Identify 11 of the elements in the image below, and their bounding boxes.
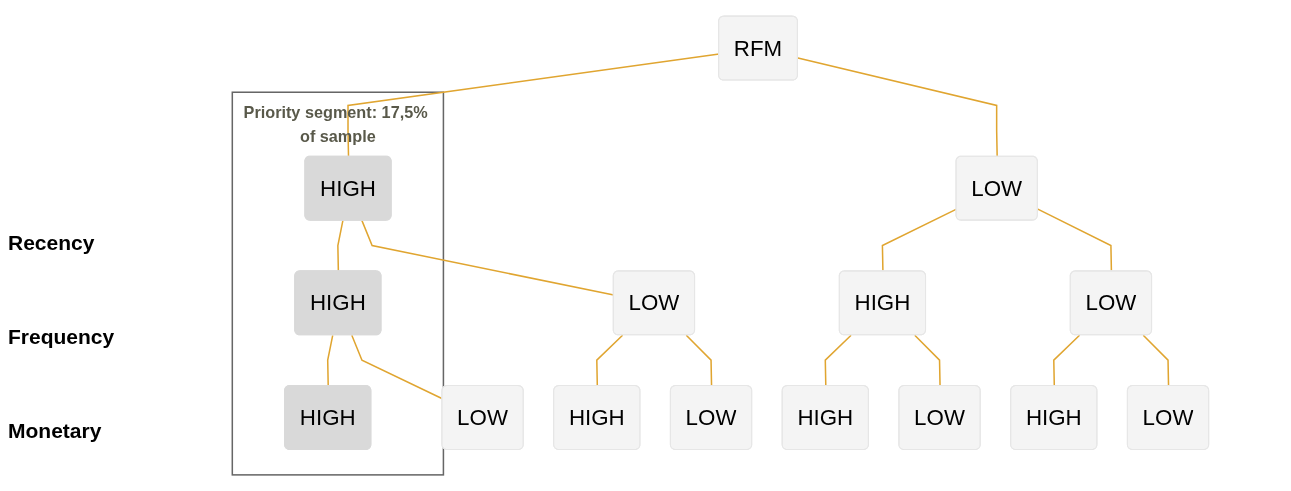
level-label: Monetary bbox=[8, 419, 103, 443]
connector bbox=[596, 334, 624, 387]
connector bbox=[685, 334, 713, 387]
connector bbox=[824, 334, 852, 387]
connector bbox=[797, 57, 998, 158]
level-label: Frequency bbox=[8, 325, 116, 349]
connector bbox=[1053, 334, 1081, 387]
connector bbox=[1142, 334, 1170, 387]
connector bbox=[326, 334, 334, 387]
level-label: Recency bbox=[8, 231, 96, 255]
connector bbox=[914, 334, 941, 387]
